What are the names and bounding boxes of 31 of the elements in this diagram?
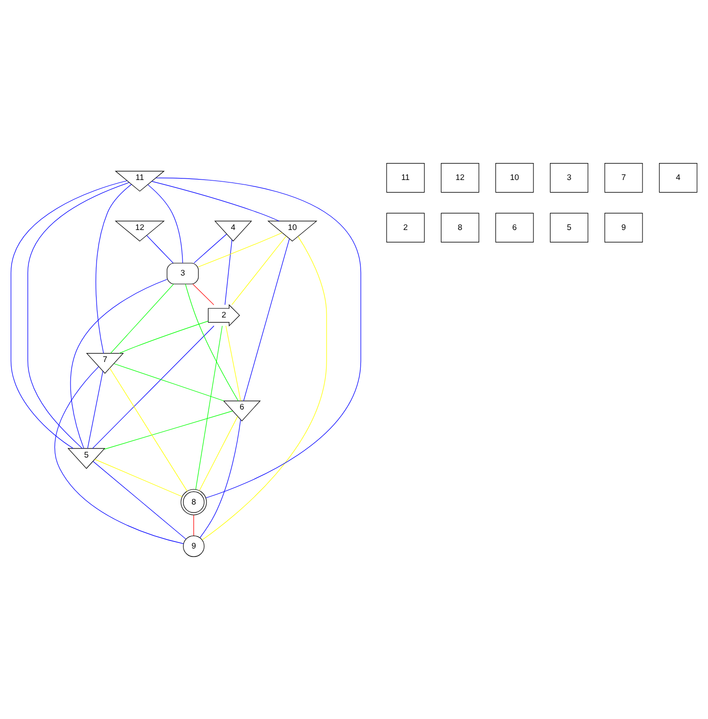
connector (148, 184, 183, 263)
connector (146, 234, 174, 263)
connector (94, 458, 182, 496)
connector (198, 232, 282, 267)
connector (28, 182, 130, 448)
connector (202, 236, 327, 540)
connector (156, 177, 362, 498)
connector (243, 238, 290, 401)
connector (109, 367, 188, 491)
connector (54, 366, 184, 544)
connector (199, 416, 238, 490)
connector (185, 283, 238, 401)
connector (151, 180, 280, 221)
connector (194, 233, 227, 263)
connector (232, 235, 286, 304)
connector (92, 325, 214, 448)
connector (110, 283, 174, 353)
connector (104, 410, 233, 450)
connector (226, 325, 241, 401)
connector (193, 514, 194, 536)
connector (224, 239, 232, 305)
connector (195, 325, 223, 490)
connector (70, 278, 168, 448)
connector (192, 283, 214, 305)
connector (10, 180, 128, 448)
connector (92, 460, 186, 539)
connector (87, 370, 104, 448)
connector (114, 362, 224, 401)
connector (200, 418, 241, 538)
connector (119, 320, 208, 354)
connector (96, 184, 132, 354)
